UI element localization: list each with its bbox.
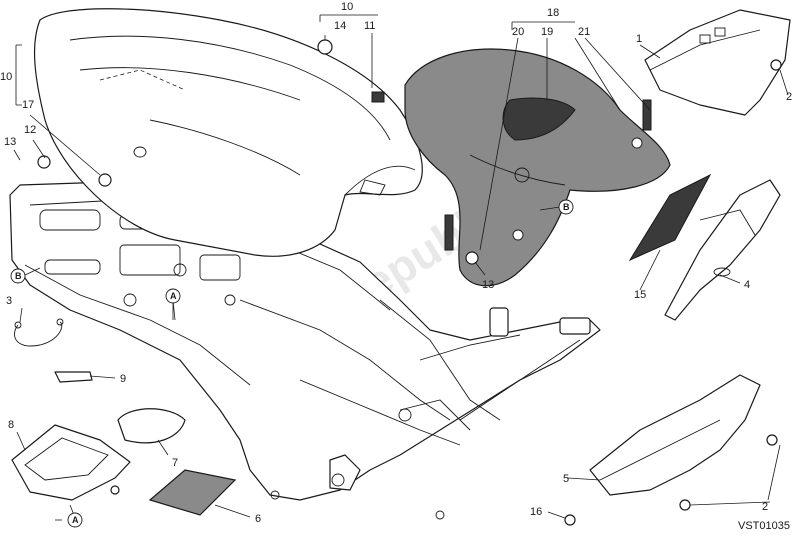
callout-2b: 2 — [762, 501, 768, 513]
drawing-code: VST01035 — [738, 520, 790, 532]
callout-3: 3 — [6, 295, 12, 307]
callout-1: 1 — [636, 33, 642, 45]
callout-15: 15 — [634, 289, 646, 301]
callout-14: 14 — [334, 20, 346, 32]
ref-marker-b-left — [10, 268, 26, 284]
callout-20: 20 — [512, 26, 524, 38]
callout-4: 4 — [744, 279, 750, 291]
callout-12: 12 — [24, 124, 36, 136]
callout-16: 16 — [530, 506, 542, 518]
side-panels — [589, 9, 791, 496]
ref-label-b-right: B — [563, 202, 570, 212]
callout-labels: 1 2 2 3 4 5 6 7 8 9 10 10 11 12 13 13 14… — [0, 1, 792, 525]
small-parts — [11, 39, 782, 526]
callout-17: 17 — [22, 99, 34, 111]
callout-13b: 13 — [482, 279, 494, 291]
rider-seat — [33, 8, 423, 257]
callout-6: 6 — [255, 513, 261, 525]
leader-lines — [13, 14, 789, 521]
callout-8: 8 — [8, 419, 14, 431]
ref-marker-a-bottom — [67, 512, 83, 528]
callout-10a: 10 — [0, 71, 12, 83]
callout-7: 7 — [172, 457, 178, 469]
ref-marker-a-top — [165, 288, 181, 304]
ref-label-a-bottom: A — [72, 515, 79, 525]
reference-markers: A A B B — [10, 199, 574, 528]
ref-label-a-top: A — [170, 291, 177, 301]
ref-marker-b-right — [558, 199, 574, 215]
callout-10b: 10 — [341, 1, 353, 13]
callout-19: 19 — [541, 26, 553, 38]
passenger-seat-cover — [404, 48, 671, 287]
callout-11: 11 — [364, 20, 375, 32]
ref-label-b-left: B — [15, 271, 22, 281]
callout-18: 18 — [547, 7, 559, 19]
callout-21: 21 — [578, 26, 590, 38]
callout-9: 9 — [120, 373, 126, 385]
callout-13a: 13 — [4, 136, 16, 148]
callout-2a: 2 — [786, 91, 792, 103]
callout-5: 5 — [563, 473, 569, 485]
